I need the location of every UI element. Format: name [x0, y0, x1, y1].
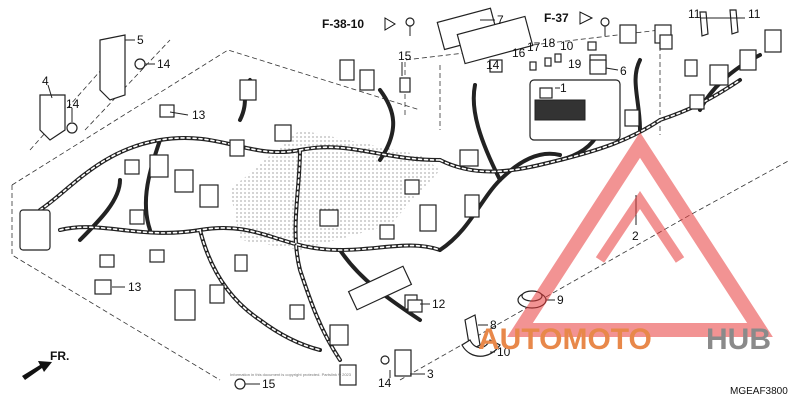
part-label: 17	[527, 40, 541, 54]
front-direction-arrow: FR.	[22, 349, 69, 380]
part-label: 1	[560, 81, 567, 95]
ref-label-f37: F-37	[544, 11, 569, 25]
part-label: 9	[557, 293, 564, 307]
copyright-notice: Information in this document is copyrigh…	[230, 372, 352, 377]
part-label: 19	[568, 57, 582, 71]
part-label: 16	[512, 46, 526, 60]
part-label: 13	[192, 108, 206, 122]
part-label: 5	[137, 33, 144, 47]
part-label: 10	[497, 345, 511, 359]
diagram-code: MGEAF3800	[730, 386, 788, 397]
part-label: 8	[490, 318, 497, 332]
connectors	[19, 24, 782, 386]
part-label: 10	[560, 39, 574, 53]
part-label: 14	[486, 58, 500, 72]
part-label: 6	[620, 64, 627, 78]
part-label: 15	[398, 49, 412, 63]
part-label: 18	[542, 36, 556, 50]
part-label: 14	[157, 57, 171, 71]
assembly-frame	[11, 29, 791, 381]
watermark-word1: AUTOMOTO	[478, 323, 652, 356]
part-label: 14	[66, 97, 80, 111]
part-label: 15	[262, 377, 276, 391]
small-parts	[39, 7, 739, 390]
part-label: 4	[42, 74, 49, 88]
part-labels: 5 14 4 14 13 13 12 15 14 3 15 7 14 16 17…	[42, 7, 761, 391]
part-label: 12	[432, 297, 446, 311]
part-label: 7	[497, 13, 504, 27]
part-label: 11	[748, 7, 761, 21]
harness-body-shading	[230, 130, 440, 250]
watermark: AUTOMOTO HUB	[478, 132, 773, 356]
ref-label-f38: F-38-10	[322, 17, 364, 31]
part-label: 2	[632, 229, 639, 243]
part-label: 3	[427, 367, 434, 381]
part-label: 11	[688, 7, 701, 21]
reference-arrow-left: F-38-10	[322, 17, 396, 31]
part-label: 14	[378, 376, 392, 390]
reference-arrow-right: F-37	[544, 11, 594, 25]
part-label: 13	[128, 280, 142, 294]
watermark-word2: HUB	[706, 323, 771, 356]
front-label: FR.	[50, 349, 69, 363]
